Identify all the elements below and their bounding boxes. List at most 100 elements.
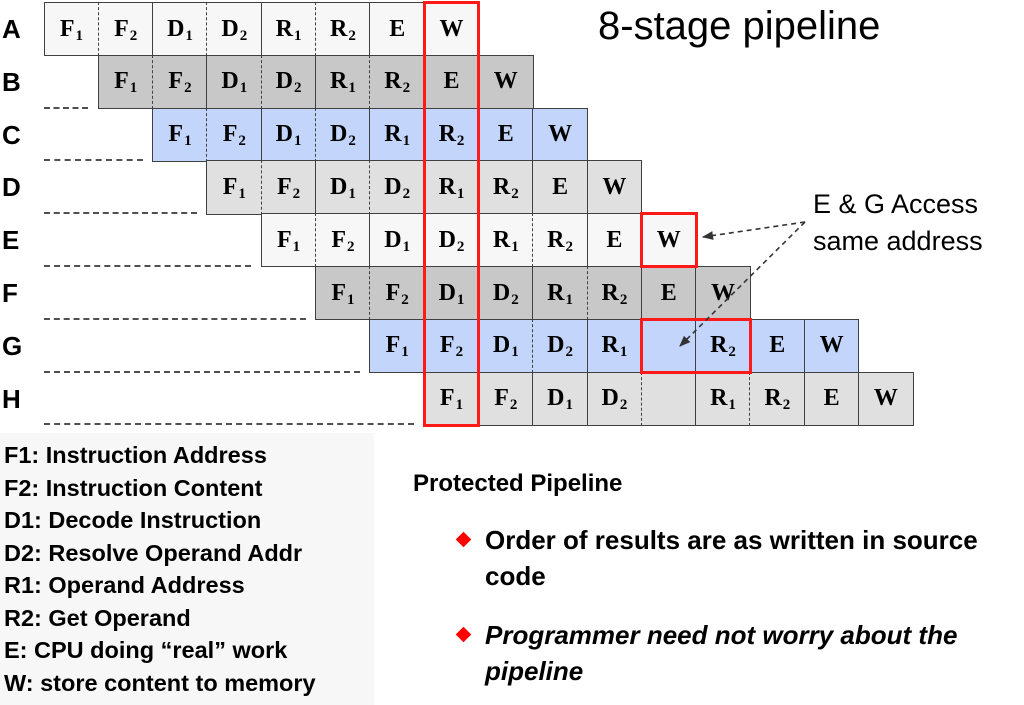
stage-subscript: 2 xyxy=(292,186,301,203)
stage-letter: F xyxy=(439,332,455,359)
legend-item-e: E: CPU doing “real” work xyxy=(4,637,288,663)
annotation-line-2: same address xyxy=(813,226,983,256)
stage-letter: W xyxy=(439,15,464,42)
row-lead-line xyxy=(44,106,89,109)
stage-cell-w: W xyxy=(695,266,751,321)
stage-cell-e: E xyxy=(369,2,426,57)
stage-letter: F xyxy=(114,15,129,42)
stage-letter: W xyxy=(656,226,681,253)
stage-subscript: 2 xyxy=(619,397,628,414)
stage-letter: D xyxy=(492,279,511,306)
row-label-h: H xyxy=(2,383,21,414)
stage-letter: E xyxy=(823,385,840,412)
row-lead-line xyxy=(44,423,415,426)
stage-subscript: 1 xyxy=(456,291,465,308)
stage-letter: R xyxy=(275,15,293,42)
stage-letter: D xyxy=(438,279,456,306)
stage-subscript: 2 xyxy=(456,238,465,255)
stage-letter: E xyxy=(443,68,460,95)
legend-item-d1: D1: Decode Instruction xyxy=(4,507,262,533)
stage-subscript: 1 xyxy=(294,27,302,44)
stage-letter: E xyxy=(660,279,677,306)
row-label-d: D xyxy=(2,172,21,203)
row-label-c: C xyxy=(2,119,21,150)
stage-letter: R xyxy=(329,15,348,42)
stage-letter: R xyxy=(438,174,456,201)
stage-subscript: 2 xyxy=(348,27,356,44)
stage-subscript: 2 xyxy=(348,133,356,150)
stage-letter: R xyxy=(710,385,728,412)
stage-subscript: 1 xyxy=(401,344,409,361)
stage-letter: R xyxy=(601,279,619,306)
row-lead-line xyxy=(44,370,360,373)
stage-subscript: 1 xyxy=(565,291,574,308)
stage-subscript: 2 xyxy=(509,397,518,414)
stage-subscript: 1 xyxy=(292,238,301,255)
section-heading: Protected Pipeline xyxy=(413,470,623,497)
stage-cell-e: E xyxy=(749,318,806,374)
stage-letter: D xyxy=(275,121,293,148)
bullet-text: Order of results are as written in sourc… xyxy=(485,525,978,591)
stage-letter: R xyxy=(384,121,402,148)
stage-subscript: 2 xyxy=(239,27,248,44)
stage-letter: E xyxy=(552,174,569,201)
stage-letter: W xyxy=(548,121,573,148)
stage-letter: F xyxy=(277,226,292,253)
stage-letter: D xyxy=(601,385,619,412)
stage-subscript: 2 xyxy=(401,291,409,308)
stage-letter: F xyxy=(385,332,401,359)
stage-subscript: 1 xyxy=(456,186,465,203)
stage-subscript: 2 xyxy=(619,291,628,308)
legend-item-r2: R2: Get Operand xyxy=(4,604,191,631)
stage-subscript: 1 xyxy=(185,27,193,44)
stage-letter: R xyxy=(329,68,348,95)
stage-letter: D xyxy=(547,385,565,412)
stage-letter: F xyxy=(168,121,184,148)
stage-letter: F xyxy=(385,279,401,306)
stage-cell-w: W xyxy=(858,371,914,426)
stage-cell-w: W xyxy=(477,54,534,110)
stage-cell-stall xyxy=(640,318,697,374)
stage-subscript: 2 xyxy=(565,344,574,361)
stage-subscript: 1 xyxy=(511,344,519,361)
row-lead-line xyxy=(44,159,143,162)
stage-letter: R xyxy=(384,68,402,95)
bullet-item: Programmer need not worry about the pipe… xyxy=(455,617,996,689)
stage-letter: D xyxy=(275,68,293,95)
stage-cell-e: E xyxy=(586,213,643,268)
stage-subscript: 2 xyxy=(294,80,302,97)
stage-subscript: 1 xyxy=(455,397,464,414)
row-label-e: E xyxy=(2,225,20,256)
stage-subscript: 1 xyxy=(402,133,411,150)
stage-subscript: 2 xyxy=(511,186,519,203)
stage-cell-w: W xyxy=(640,213,697,268)
stage-subscript: 2 xyxy=(455,344,464,361)
stage-subscript: 2 xyxy=(456,133,465,150)
